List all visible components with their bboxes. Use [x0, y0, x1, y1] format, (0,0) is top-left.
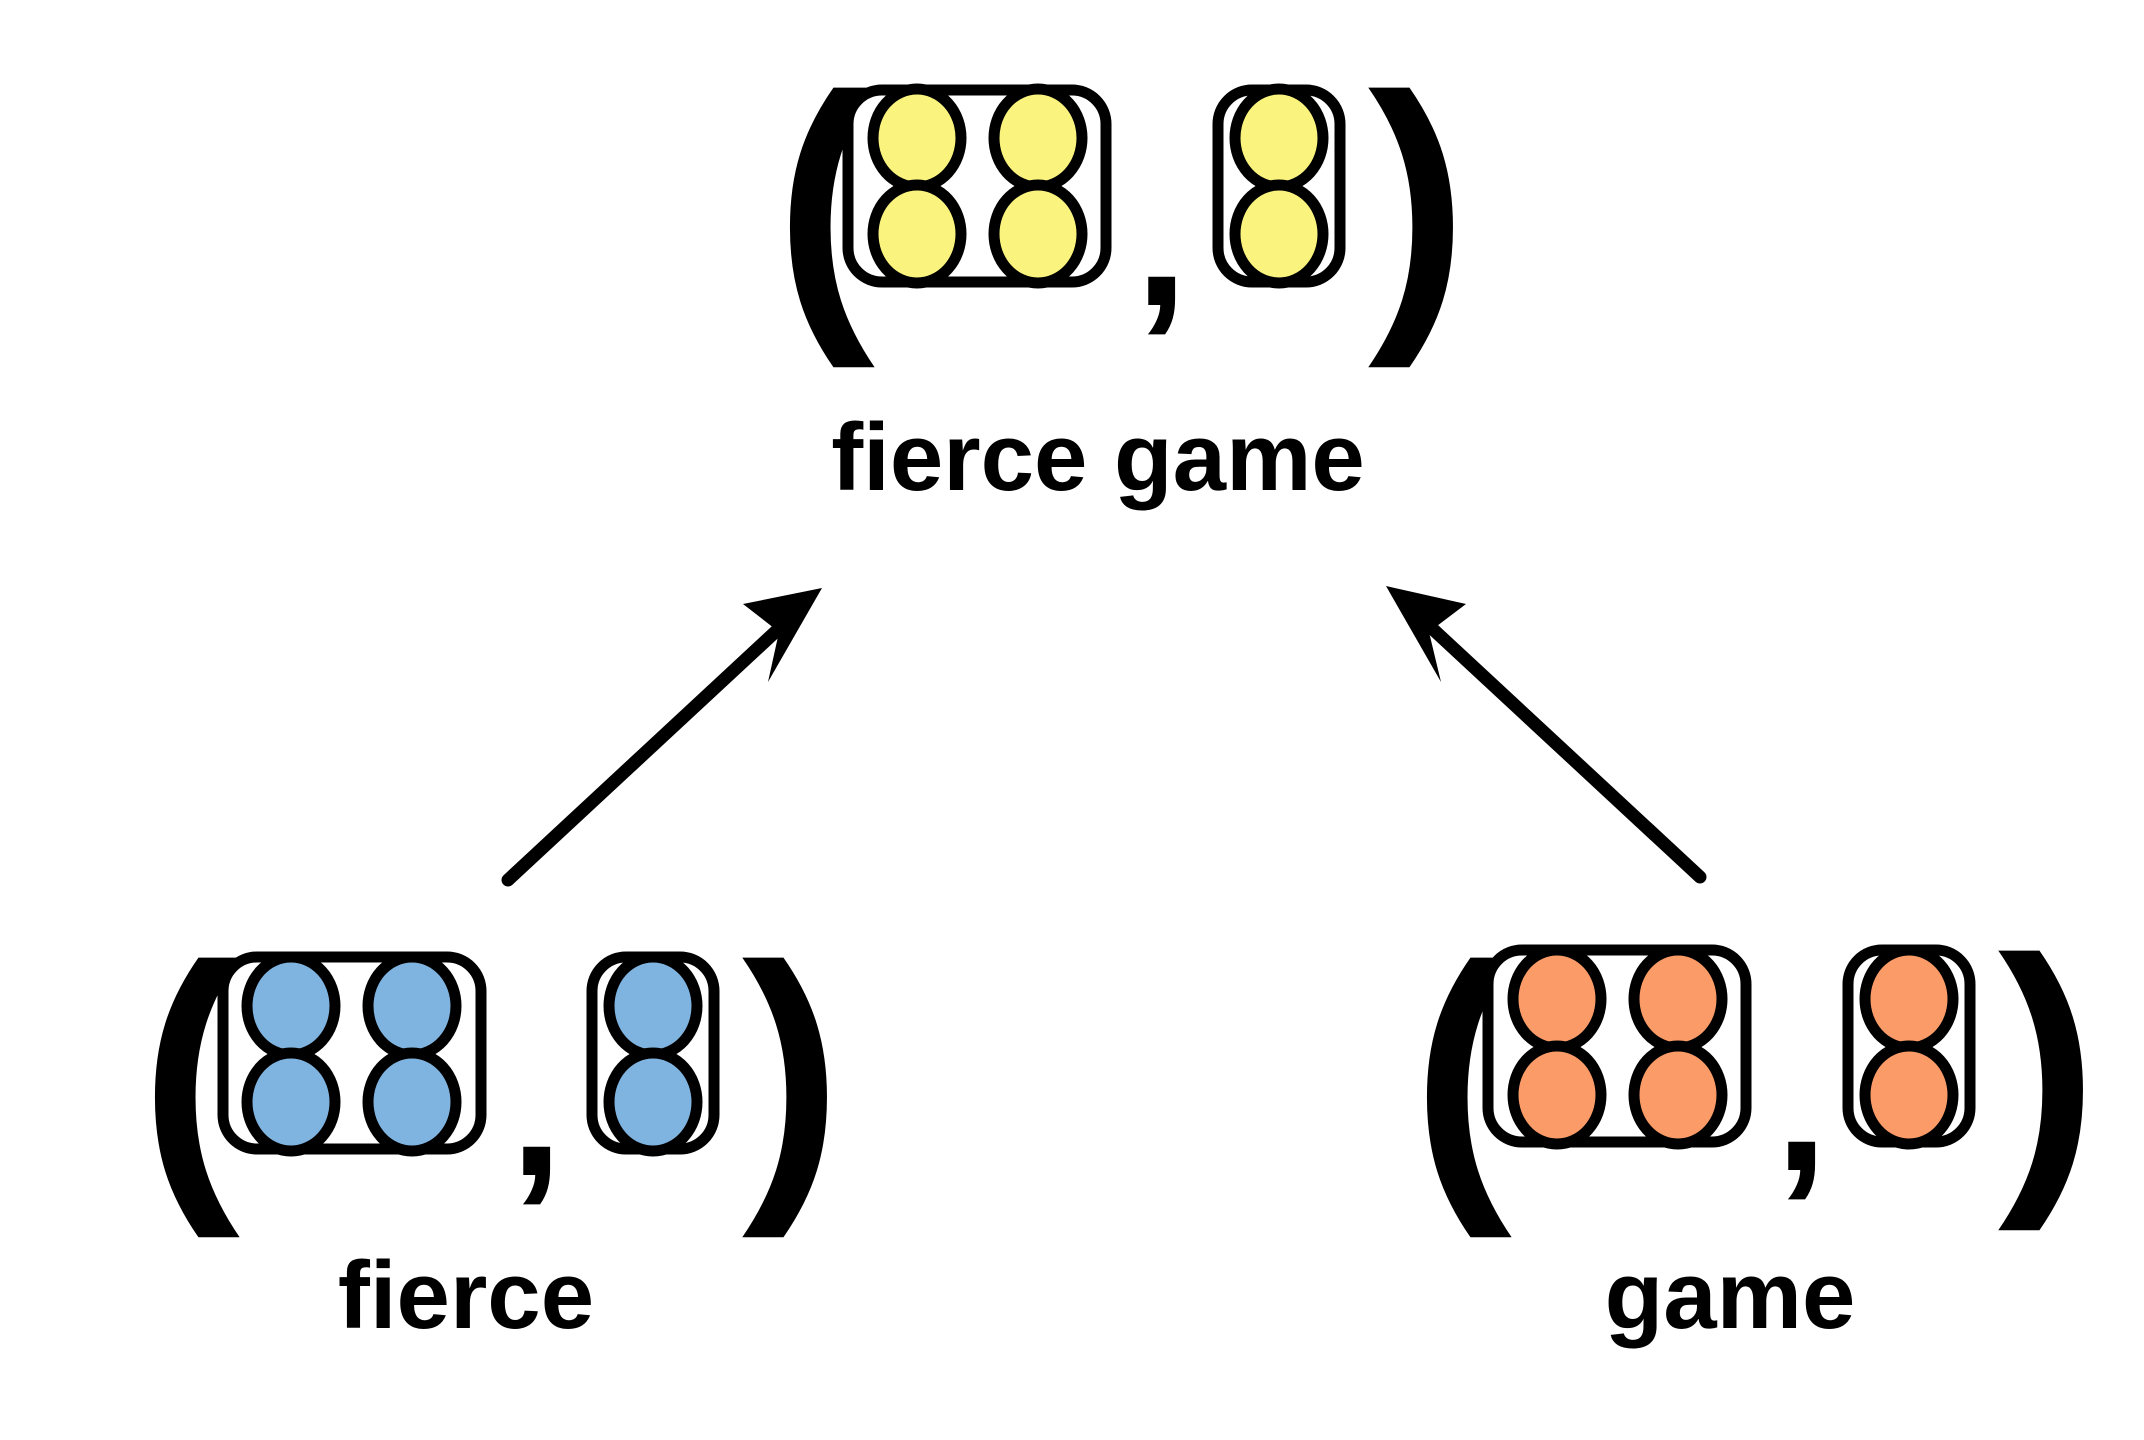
- vector-box-game[interactable]: [1842, 944, 1976, 1150]
- node-game[interactable]: ( , ) game: [1412, 896, 2098, 1349]
- vector-box-fierce[interactable]: [586, 951, 720, 1157]
- vector-dot-1-fierce-game: [1229, 83, 1329, 193]
- vector-dot-2-fierce: [603, 1047, 703, 1157]
- arrow-head-left: [743, 588, 822, 682]
- arrow-fierce-to-composition: [501, 588, 822, 887]
- node-fierce-game[interactable]: ( , ) fierce game: [775, 33, 1468, 511]
- grid-dot-2-fierce-game: [988, 83, 1088, 193]
- caption-game: game: [1605, 1242, 1856, 1349]
- grid-dot-1-fierce: [241, 951, 341, 1061]
- grid-box-game[interactable]: [1482, 944, 1752, 1150]
- grid-dot-4-fierce-game: [988, 179, 1088, 289]
- vector-dot-1-game: [1859, 944, 1959, 1054]
- close-paren-fierce: ): [742, 903, 842, 1241]
- vector-dot-2-fierce-game: [1229, 179, 1329, 289]
- grid-dot-3-fierce-game: [867, 179, 967, 289]
- node-fierce[interactable]: ( , ) fierce: [140, 903, 842, 1349]
- arrow-shaft-right: [1416, 613, 1707, 884]
- separator-comma-game: ,: [1775, 999, 1828, 1211]
- grid-box-fierce[interactable]: [217, 951, 487, 1157]
- grid-dot-1-fierce-game: [867, 83, 967, 193]
- grid-dot-4-game: [1628, 1040, 1728, 1150]
- vector-dot-1-fierce: [603, 951, 703, 1061]
- vector-dot-2-game: [1859, 1040, 1959, 1150]
- vector-box-fierce-game[interactable]: [1212, 83, 1346, 289]
- grid-dot-2-fierce: [362, 951, 462, 1061]
- grid-dot-3-fierce: [241, 1047, 341, 1157]
- arrow-shaft-left: [501, 614, 794, 887]
- arrow-game-to-composition: [1386, 586, 1707, 884]
- separator-comma-fierce: ,: [510, 1004, 563, 1216]
- close-paren-game: ): [1998, 896, 2098, 1234]
- arrow-head-right: [1386, 586, 1466, 682]
- grid-dot-4-fierce: [362, 1047, 462, 1157]
- grid-box-fierce-game[interactable]: [842, 83, 1112, 289]
- grid-dot-2-game: [1628, 944, 1728, 1054]
- close-paren-fierce-game: ): [1368, 33, 1468, 371]
- separator-comma-fierce-game: ,: [1135, 134, 1188, 346]
- caption-fierce: fierce: [338, 1242, 594, 1349]
- grid-dot-3-game: [1507, 1040, 1607, 1150]
- grid-dot-1-game: [1507, 944, 1607, 1054]
- caption-fierce-game: fierce game: [831, 404, 1365, 511]
